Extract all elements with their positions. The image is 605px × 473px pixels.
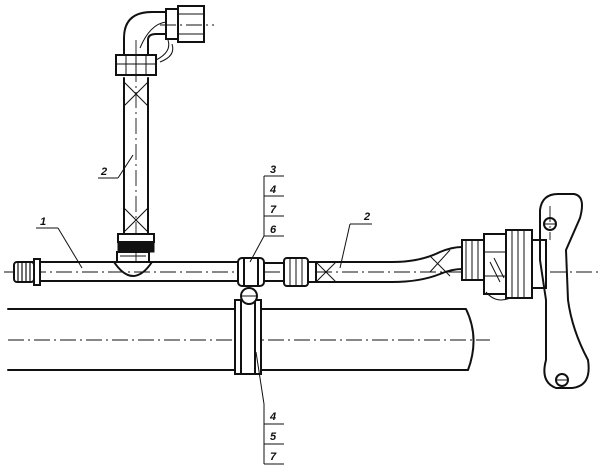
callout-label-4-upper: 4 bbox=[269, 184, 276, 196]
callout-label-6: 6 bbox=[270, 224, 277, 236]
callout-label-3: 3 bbox=[270, 164, 276, 176]
callout-hose-top: 2 bbox=[98, 154, 134, 179]
callout-label-4-lower: 4 bbox=[269, 411, 276, 423]
mounting-bracket bbox=[539, 193, 590, 389]
callout-label-2-right: 2 bbox=[363, 211, 370, 223]
pipe-clamp bbox=[234, 287, 262, 375]
callout-stack-lower: 4 5 7 bbox=[255, 351, 284, 465]
callout-label-7-lower: 7 bbox=[270, 451, 277, 463]
callout-label-7-upper: 7 bbox=[270, 204, 277, 216]
callout-stack-upper: 3 4 7 6 bbox=[249, 164, 284, 263]
callout-label-1: 1 bbox=[40, 216, 46, 228]
pipe-coupling bbox=[237, 257, 317, 287]
connector-assembly bbox=[461, 229, 547, 301]
right-hose bbox=[315, 246, 463, 283]
callout-hose-right: 2 bbox=[339, 211, 372, 269]
callout-label-2-top: 2 bbox=[100, 166, 107, 178]
callout-label-5: 5 bbox=[270, 431, 277, 443]
vertical-hose bbox=[115, 5, 214, 262]
callout-pipe: 1 bbox=[36, 216, 83, 269]
